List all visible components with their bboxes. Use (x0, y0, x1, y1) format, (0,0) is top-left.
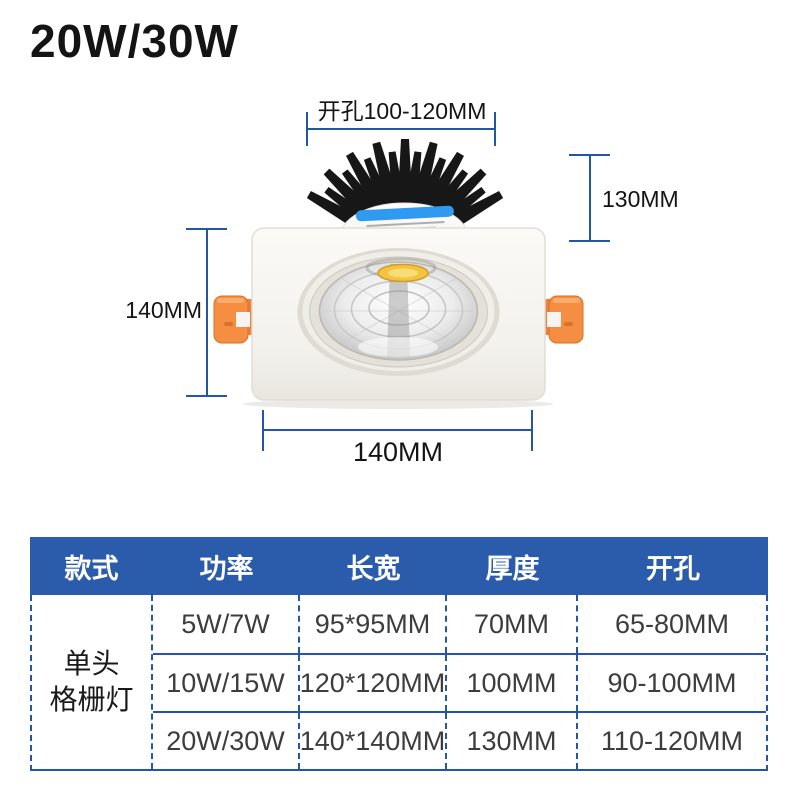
header-style: 款式 (64, 553, 119, 584)
cell-power: 10W/15W (166, 667, 285, 698)
downlight-illustration (213, 139, 584, 409)
dim-tick-top-left (306, 112, 308, 146)
table-row: 10W/15W 120*120MM 100MM 90-100MM (153, 653, 766, 711)
dim-label-height: 130MM (602, 186, 679, 212)
cell-size: 95*95MM (298, 595, 445, 653)
cell-size: 120*120MM (298, 655, 445, 711)
header-cutout: 开孔 (646, 553, 700, 584)
cell-cutout: 65-80MM (576, 595, 766, 653)
header-power: 功率 (199, 553, 254, 584)
dim-label-width: 140MM (352, 437, 444, 467)
dim-line-right (589, 155, 591, 242)
spec-table: 款式 功率 长宽 厚度 开孔 单头 格栅灯 5W/7W 95*95MM 70MM… (30, 537, 768, 771)
dim-label-side: 140MM (125, 297, 202, 323)
dim-tick-top-right (494, 112, 496, 146)
cell-thickness: 70MM (445, 595, 576, 653)
table-row: 5W/7W 95*95MM 70MM 65-80MM (153, 595, 766, 653)
dim-line-top (307, 128, 496, 130)
dim-tick-bottom-right (531, 410, 533, 451)
lamp-shadow (243, 399, 553, 409)
dim-line-bottom (262, 429, 533, 431)
cell-cutout: 90-100MM (576, 655, 766, 711)
spec-table-body: 单头 格栅灯 5W/7W 95*95MM 70MM 65-80MM 10W/15… (30, 595, 768, 771)
cell-thickness: 100MM (445, 655, 576, 711)
spec-table-header: 款式 功率 长宽 厚度 开孔 (30, 537, 768, 595)
dim-label-cutout-top: 开孔100-120MM (317, 98, 487, 124)
cob-led-chip (377, 263, 429, 283)
cell-size: 140*140MM (298, 713, 445, 769)
cell-cutout: 110-120MM (576, 713, 766, 769)
dim-tick-left-top (186, 228, 227, 230)
reflector-assembly (297, 248, 500, 376)
dim-tick-bottom-left (262, 410, 264, 451)
product-image (170, 125, 630, 435)
cell-power: 20W/30W (166, 725, 285, 756)
page-title: 20W/30W (30, 15, 239, 67)
cell-power: 5W/7W (181, 608, 270, 639)
cell-thickness: 130MM (445, 713, 576, 769)
dim-line-left (206, 229, 208, 397)
dim-tick-right-top (569, 154, 610, 156)
header-size: 长宽 (346, 553, 401, 584)
header-thickness: 厚度 (485, 553, 540, 584)
table-row: 20W/30W 140*140MM 130MM 110-120MM (153, 711, 766, 769)
style-cell: 单头 格栅灯 (32, 595, 153, 769)
dim-tick-right-bottom (569, 240, 610, 242)
dim-tick-left-bottom (186, 395, 227, 397)
